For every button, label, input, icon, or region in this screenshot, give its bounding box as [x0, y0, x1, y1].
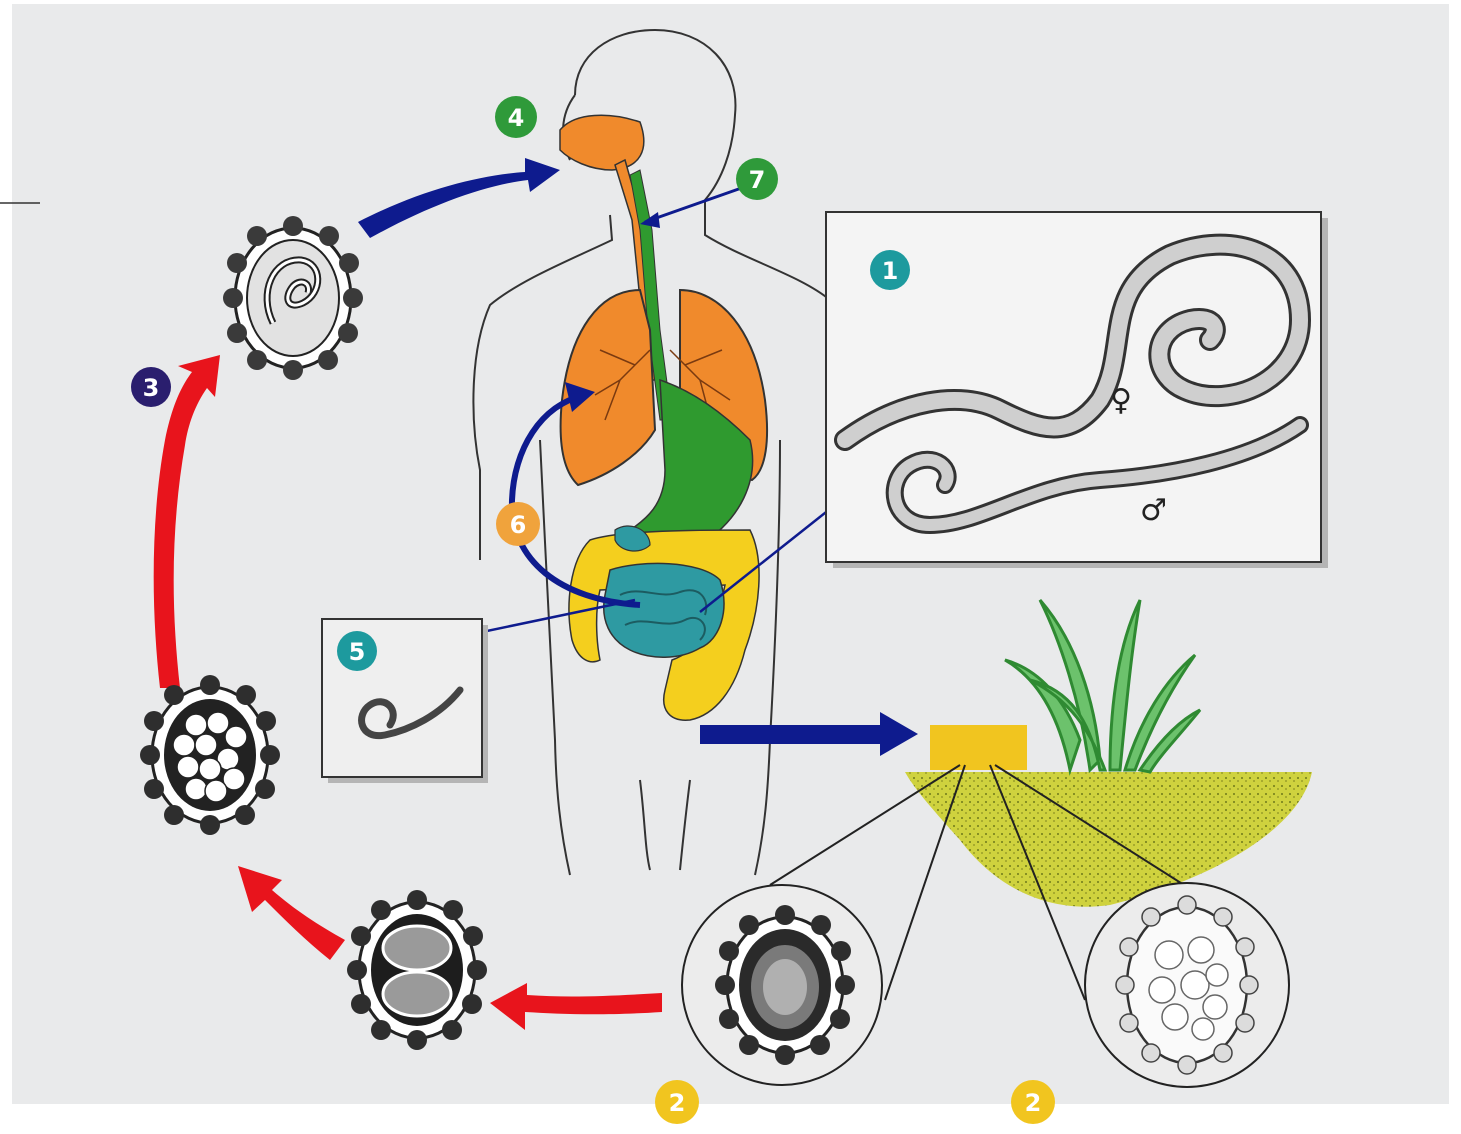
marker-7-label: 7 [749, 166, 766, 194]
marker-3-label: 3 [143, 374, 160, 402]
marker-4-label: 4 [508, 104, 525, 132]
marker-1-label: 1 [882, 257, 899, 285]
marker-2-left: 2 [655, 1080, 699, 1124]
marker-6: 6 [496, 502, 540, 546]
unfertilized-egg-magnified [1085, 883, 1289, 1087]
marker-3: 3 [131, 367, 171, 407]
marker-1: 1 [870, 250, 910, 290]
marker-4: 4 [495, 96, 537, 138]
marker-5-label: 5 [349, 638, 366, 666]
marker-7: 7 [736, 158, 778, 200]
female-symbol: ♀ [1110, 383, 1132, 418]
marker-6-label: 6 [510, 511, 527, 539]
marker-2-right: 2 [1011, 1080, 1055, 1124]
stool-mass [930, 725, 1027, 770]
marker-2-left-label: 2 [669, 1089, 686, 1117]
marker-5: 5 [337, 631, 377, 671]
marker-2-right-label: 2 [1025, 1089, 1042, 1117]
fertilized-egg-magnified [682, 885, 882, 1085]
male-symbol: ♂ [1140, 493, 1167, 528]
